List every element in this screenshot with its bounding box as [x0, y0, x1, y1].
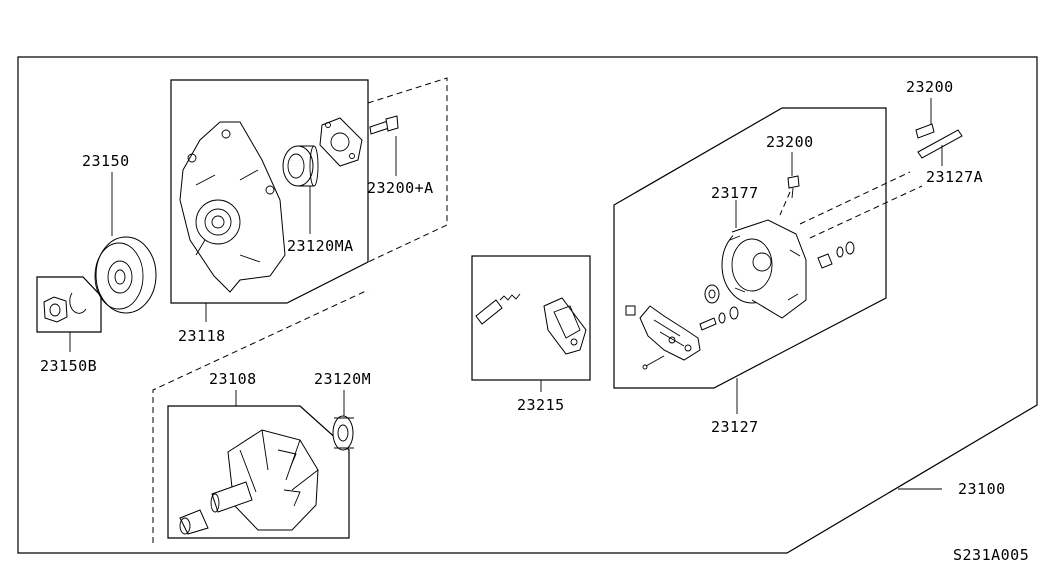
- label-23108: 23108: [209, 370, 257, 388]
- rear-bearing-small-part: [704, 284, 720, 304]
- label-23200a: 23200+A: [367, 179, 434, 197]
- rotor-dashed-outline: [152, 289, 369, 543]
- front-cover-dashed-outline: [367, 77, 448, 263]
- rear-cover-box: [613, 107, 887, 389]
- bolt-23200a-part: [369, 115, 399, 135]
- nut-washer-part: [43, 292, 87, 323]
- through-bolt-23127a-part: [917, 129, 963, 159]
- rear-housing-part: [721, 219, 807, 319]
- label-23118: 23118: [178, 327, 226, 345]
- bolt-23200-mid-part: [787, 175, 800, 199]
- bolt-23200-top-part: [915, 123, 935, 139]
- rear-cover-dashed-line-1: [799, 171, 911, 225]
- front-cover-box: [170, 79, 369, 304]
- rectifier-part: [625, 305, 701, 370]
- label-23200-mid: 23200: [766, 133, 814, 151]
- label-23127a: 23127A: [926, 168, 983, 186]
- brush-holder-box: [471, 255, 591, 381]
- rotor-box: [167, 405, 350, 539]
- figure-code: S231A005: [953, 546, 1029, 564]
- front-cover-part: [179, 121, 286, 293]
- brush-holder-part: [475, 293, 587, 355]
- label-23120m: 23120M: [314, 370, 371, 388]
- label-23150: 23150: [82, 152, 130, 170]
- rear-cover-dashed-line-3: [779, 191, 791, 216]
- pulley-part: [94, 236, 157, 314]
- terminal-hardware-part: [699, 241, 855, 331]
- nut-washer-box: [36, 276, 102, 333]
- label-23150b: 23150B: [40, 357, 97, 375]
- rear-cover-dashed-line-2: [809, 185, 923, 239]
- assembly-frame: [17, 56, 1038, 554]
- front-bearing-part: [282, 145, 319, 187]
- gasket-plate-part: [319, 117, 363, 167]
- rotor-part: [179, 429, 319, 535]
- label-23120ma: 23120MA: [287, 237, 354, 255]
- rear-bearing-part: [332, 415, 354, 451]
- label-23127: 23127: [711, 418, 759, 436]
- label-23177: 23177: [711, 184, 759, 202]
- label-23215: 23215: [517, 396, 565, 414]
- label-23200-top: 23200: [906, 78, 954, 96]
- label-23100: 23100: [958, 480, 1006, 498]
